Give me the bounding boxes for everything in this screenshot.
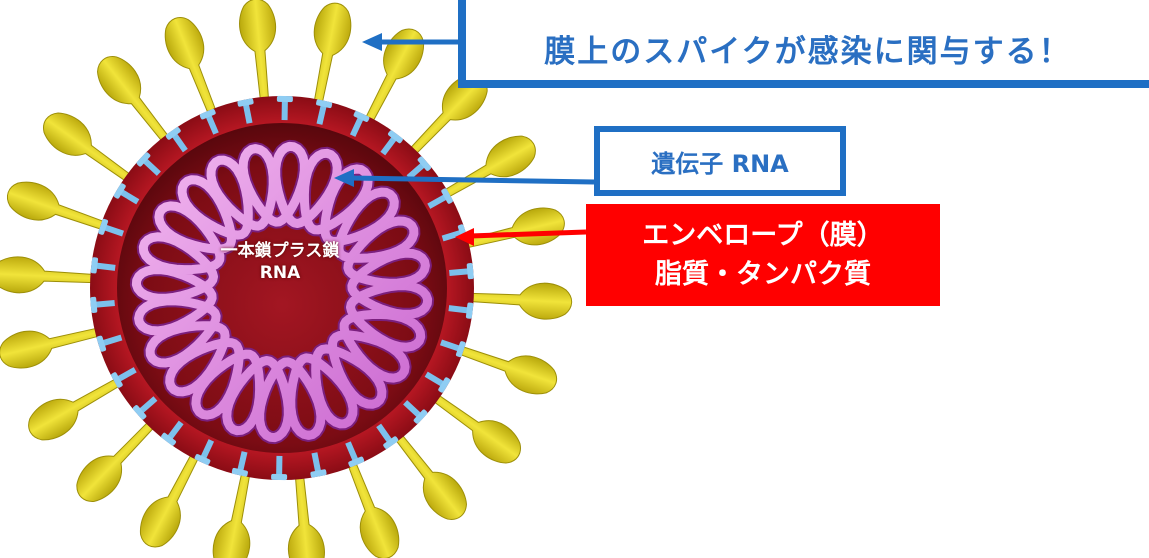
membrane-protein [376,423,399,449]
spike-protein [439,135,536,201]
membrane-protein [276,95,293,121]
membrane-protein [310,452,327,478]
membrane-protein [427,188,453,209]
spike-protein [454,344,558,395]
spike-protein [362,28,425,127]
membrane-protein [349,111,370,137]
spike-protein [239,0,277,105]
rna-coil [129,139,435,445]
membrane-protein [199,108,219,135]
spike-protein [466,282,573,320]
membrane-protein [90,257,116,274]
spike-protein [0,326,104,369]
membrane-protein [113,183,140,205]
arrow-to-rna [334,169,595,187]
arrow-to-spike [362,33,460,51]
arrow-to-envelope [455,228,587,246]
spike-protein [212,468,252,558]
membrane-protein [194,439,215,465]
membrane-protein [316,99,333,125]
spike-protein [429,391,521,464]
envelope-callout-line1: エンベロープ（膜） [642,219,884,251]
rna-type-label-line2: RNA [259,263,301,284]
spike-protein [287,471,325,558]
membrane-protein [231,451,248,477]
spike-protein [76,418,158,502]
spike-protein [0,256,98,294]
membrane-protein [271,455,288,481]
spike-protein [28,375,125,441]
membrane-protein [136,152,161,176]
rna-coil-strand [131,141,433,443]
membrane-protein [161,420,184,446]
spike-protein [164,17,219,119]
spike-proteins [0,0,573,558]
membrane-protein [165,127,188,153]
membrane-protein [439,339,466,358]
membrane-proteins [90,95,474,481]
membrane-protein [96,334,123,352]
membrane-protein [237,98,254,124]
spike-protein [43,112,135,185]
membrane-protein [403,400,428,424]
rna-type-label-line1: 一本鎖プラス鎖 [220,241,340,261]
membrane-protein [406,156,432,180]
spike-protein [97,56,172,146]
membrane-protein [449,263,474,280]
spike-protein [6,181,110,232]
rna-callout: 遺伝子 RNA [594,126,846,196]
rna-type-label: 一本鎖プラス鎖 RNA [180,240,380,284]
membrane-protein [111,367,137,388]
membrane-protein [345,441,365,468]
membrane-protein [90,296,115,313]
membrane-protein [132,396,158,420]
spike-callout: 膜上のスパイクが感染に関与する！ [458,0,1149,88]
envelope-callout: エンベロープ（膜） 脂質・タンパク質 [586,204,940,306]
spike-protein [139,449,202,548]
membrane-protein [98,218,125,237]
spike-protein [312,2,352,108]
membrane-protein [448,302,474,319]
spike-protein [460,207,565,250]
membrane-protein [424,371,451,393]
membrane-protein [380,130,403,156]
envelope-callout-line2: 脂質・タンパク質 [655,259,871,290]
spike-protein [392,430,467,520]
